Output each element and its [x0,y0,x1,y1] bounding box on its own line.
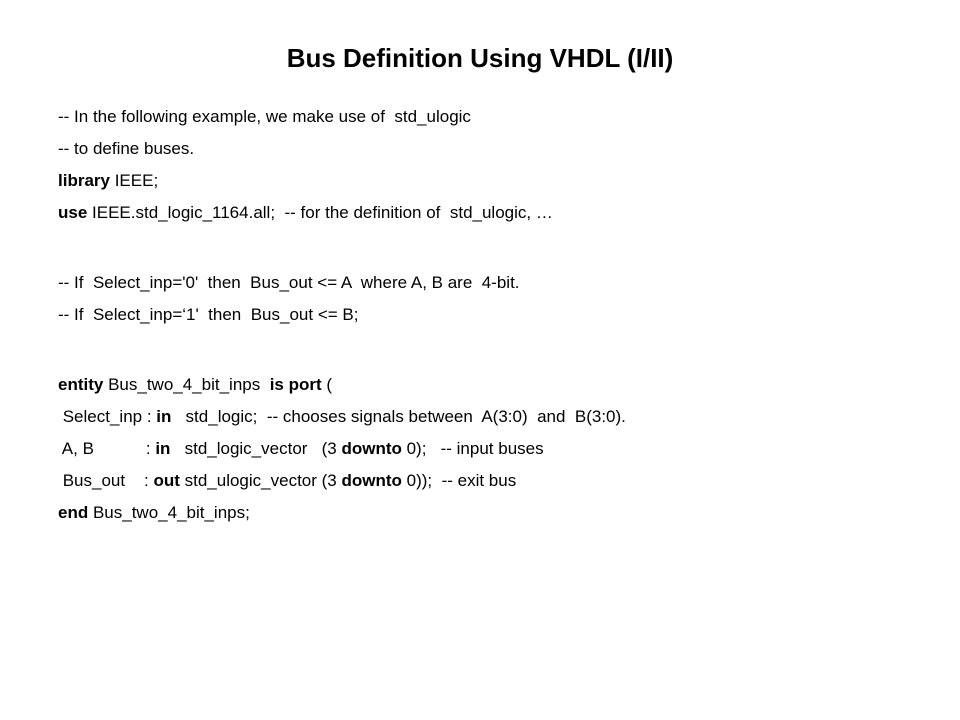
vhdl-code-block: -- In the following example, we make use… [58,101,938,529]
code-line-library: library IEEE; [58,165,938,197]
keyword-in: in [155,439,171,458]
code-text: ( [321,375,333,394]
code-text: -- If Select_inp='0' then Bus_out <= A w… [58,273,520,292]
keyword-in: in [156,407,172,426]
code-text: IEEE; [109,171,159,190]
code-line-comment-2: -- to define buses. [58,133,938,165]
code-line-use: use IEEE.std_logic_1164.all; -- for the … [58,197,938,229]
code-text: std_logic_vector (3 [170,439,342,458]
code-text: A, B : [58,439,156,458]
code-line-port-ab: A, B : in std_logic_vector (3 downto 0);… [58,433,938,465]
keyword-library: library [58,171,110,190]
code-text: -- In the following example, we make use… [58,107,471,126]
code-line-port-select: Select_inp : in std_logic; -- chooses si… [58,401,938,433]
code-line-blank [58,331,938,369]
code-text: IEEE.std_logic_1164.all; -- for the defi… [87,203,553,222]
keyword-is-port: is port [269,375,322,394]
code-text: 0); -- input buses [401,439,544,458]
code-text: -- to define buses. [58,139,195,158]
code-line-port-bus-out: Bus_out : out std_ulogic_vector (3 downt… [58,465,938,497]
code-text: 0)); -- exit bus [401,471,517,490]
code-line-end: end Bus_two_4_bit_inps; [58,497,938,529]
code-text: Bus_two_4_bit_inps; [88,503,250,522]
keyword-use: use [58,203,88,222]
keyword-out: out [153,471,180,490]
code-text: Select_inp : [58,407,157,426]
keyword-downto: downto [341,439,402,458]
keyword-downto: downto [341,471,402,490]
code-line-entity: entity Bus_two_4_bit_inps is port ( [58,369,938,401]
code-line-comment-4: -- If Select_inp=‘1' then Bus_out <= B; [58,299,938,331]
code-text: Bus_out : [58,471,154,490]
slide-title: Bus Definition Using VHDL (I/II) [286,43,674,73]
code-line-blank [58,229,938,267]
keyword-end: end [58,503,89,522]
code-text: Bus_two_4_bit_inps [103,375,270,394]
code-text: std_logic; -- chooses signals between A(… [171,407,626,426]
code-line-comment-1: -- In the following example, we make use… [58,101,938,133]
code-line-comment-3: -- If Select_inp='0' then Bus_out <= A w… [58,267,938,299]
code-text: -- If Select_inp=‘1' then Bus_out <= B; [58,305,359,324]
keyword-entity: entity [58,375,104,394]
code-text: std_ulogic_vector (3 [179,471,342,490]
